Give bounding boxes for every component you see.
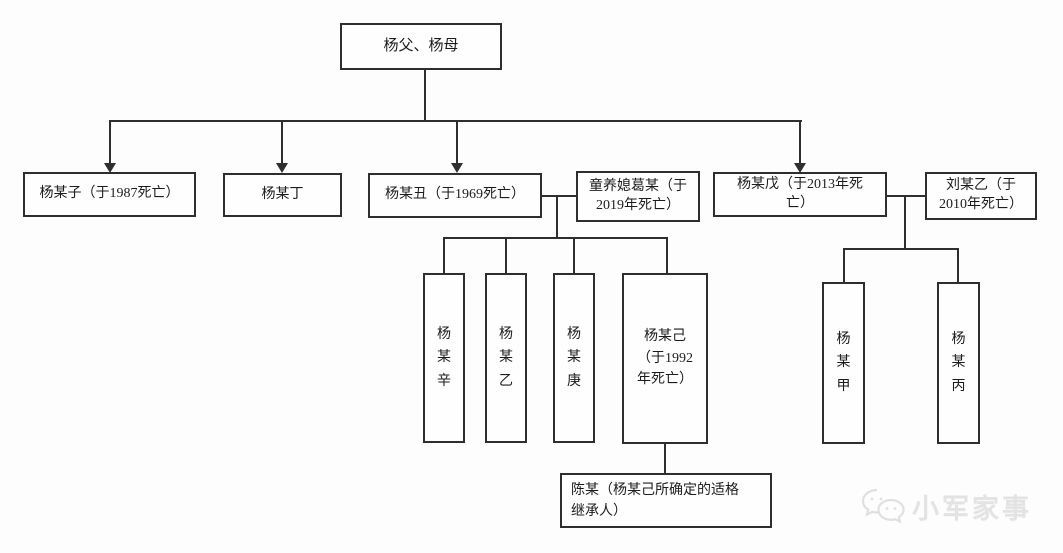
- arrow-down-icon: [451, 163, 463, 173]
- node-chen-mou-heir: 陈某（杨某己所确定的适格 继承人）: [560, 473, 772, 528]
- watermark: 小军家事: [860, 487, 1032, 526]
- connector-couple1-stem: [556, 195, 558, 238]
- arrow-down-icon: [276, 163, 288, 173]
- connector-couple2-stem: [904, 195, 906, 248]
- connector-couple-wu-liu: [887, 195, 925, 197]
- connector-drop-yangmouchou: [456, 120, 458, 164]
- node-yang-mou-ji: 杨某己 （于1992 年死亡）: [622, 273, 708, 444]
- node-yang-mou-jia: 杨 某 甲: [822, 282, 865, 444]
- connector-drop-yangmouji: [666, 237, 668, 273]
- node-yang-mou-yi: 杨 某 乙: [485, 273, 527, 443]
- connector-drop-yangmoubing: [957, 248, 959, 282]
- connector-drop-yangmouxin: [443, 237, 445, 273]
- node-yang-mou-wu: 杨某戊（于2013年死 亡）: [713, 172, 887, 217]
- connector-drop-yangmouzi: [109, 120, 111, 164]
- node-yang-mou-zi: 杨某子（于1987死亡）: [23, 172, 196, 217]
- node-yang-mou-geng: 杨 某 庚: [553, 273, 595, 443]
- connector-right-children-bus: [843, 248, 959, 250]
- connector-drop-yangmouyi: [505, 237, 507, 273]
- connector-couple-chou-gemou: [542, 195, 576, 197]
- connector-root-stem: [424, 70, 426, 120]
- node-yang-mou-ding: 杨某丁: [223, 173, 342, 217]
- arrow-down-icon: [794, 163, 806, 173]
- node-yang-mou-xin: 杨 某 辛: [423, 273, 465, 443]
- node-liu-mou-yi: 刘某乙（于 2010年死亡）: [925, 172, 1037, 220]
- node-yang-parents: 杨父、杨母: [340, 23, 502, 70]
- wechat-icon: [860, 488, 906, 526]
- connector-drop-yangmouding: [281, 120, 283, 164]
- node-yang-mou-bing: 杨 某 丙: [937, 282, 980, 444]
- watermark-text: 小军家事: [912, 494, 1032, 524]
- node-yang-mou-chou: 杨某丑（于1969死亡）: [368, 173, 542, 218]
- connector-drop-yangmoujia: [843, 248, 845, 282]
- node-ge-mou-child-bride: 童养媳葛某（于 2019年死亡）: [576, 171, 700, 222]
- arrow-down-icon: [104, 163, 116, 173]
- connector-ji-to-heir: [664, 443, 666, 474]
- connector-drop-yangmouwu: [799, 120, 801, 164]
- connector-drop-yangmougeng: [573, 237, 575, 273]
- connector-left-children-bus: [443, 237, 668, 239]
